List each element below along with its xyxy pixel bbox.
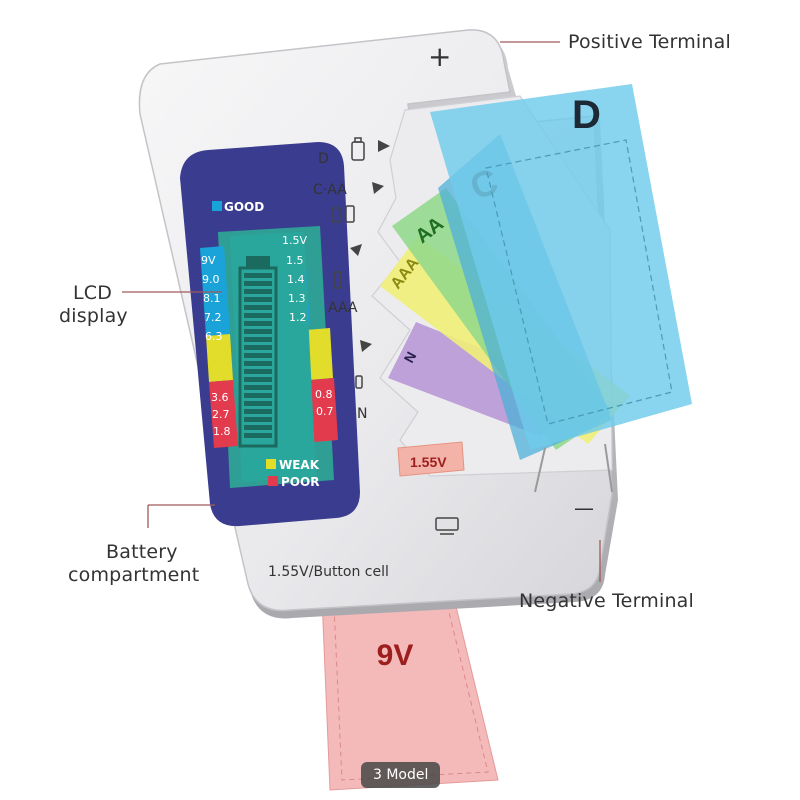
- lcd-display-callout-line1: LCD: [73, 282, 113, 304]
- lcd-panel: GOOD: [180, 142, 360, 527]
- lcd-display-callout-line2: display: [59, 305, 128, 327]
- lcd-left-scale-4: 6.3: [205, 330, 223, 343]
- lcd-left-scale-2: 8.1: [203, 292, 221, 305]
- slot-label-n: N: [357, 406, 367, 422]
- d-battery-label: D: [572, 93, 601, 137]
- lcd-right-scale-6: 0.8: [315, 388, 333, 401]
- negative-terminal-callout: Negative Terminal: [519, 590, 695, 612]
- lcd-right-scale-1: 1.5: [286, 254, 304, 267]
- slot-arrow-d: [378, 140, 390, 152]
- lcd-left-scale-3: 7.2: [204, 311, 222, 324]
- c-aa-cell-icons: [331, 205, 355, 223]
- slot-arrow-aa: [350, 244, 362, 256]
- lcd-left-scale-0: 9V: [201, 254, 216, 267]
- lcd-left-scale-7: 2.7: [212, 408, 230, 421]
- lcd-right-scale-3: 1.3: [288, 292, 306, 305]
- n-cell-icon: [355, 375, 363, 389]
- lcd-left-scale-1: 9.0: [202, 273, 220, 286]
- lcd-right-scale-4: 1.2: [289, 311, 307, 324]
- plus-symbol: +: [428, 40, 451, 73]
- slot-label-aaa: AAA: [328, 300, 358, 316]
- lcd-right-scale-0: 1.5V: [282, 234, 307, 247]
- d-battery: D: [430, 84, 692, 450]
- button-cell-icon: [435, 517, 459, 535]
- lcd-left-scale-8: 1.8: [213, 425, 231, 438]
- button-cell-tag: 1.55V: [397, 441, 465, 477]
- slot-arrow-c-aa: [372, 182, 384, 194]
- aaa-cell-icon: [333, 271, 342, 289]
- slot-label-c-aa: C·AA: [313, 182, 347, 198]
- battery-contacts: [534, 443, 613, 493]
- poor-indicator: [268, 476, 278, 486]
- weak-indicator: [266, 459, 276, 469]
- nine-volt-label: 9V: [377, 639, 414, 672]
- positive-terminal-callout: Positive Terminal: [568, 31, 731, 53]
- poor-label: POOR: [281, 475, 319, 489]
- battery-level-bars: [238, 256, 278, 448]
- button-cell-tag-label: 1.55V: [410, 454, 447, 470]
- good-indicator: [212, 201, 222, 211]
- slot-label-d: D: [318, 151, 329, 167]
- slot-arrow-aaa: [360, 340, 372, 352]
- weak-label: WEAK: [279, 458, 320, 472]
- callout-lines: [122, 41, 601, 582]
- minus-symbol: —: [574, 496, 594, 520]
- model-count-badge: 3 Model: [361, 762, 441, 788]
- lcd-right-scale-7: 0.7: [316, 405, 334, 418]
- battery-compartment-callout-line2: compartment: [68, 564, 200, 586]
- bottom-label: 1.55V/Button cell: [268, 564, 389, 580]
- d-cell-icon: [351, 137, 365, 161]
- nine-volt-battery: 9V: [321, 589, 499, 791]
- battery-compartment-callout-line1: Battery: [106, 541, 178, 563]
- lcd-right-scale-2: 1.4: [287, 273, 305, 286]
- good-label: GOOD: [224, 200, 264, 214]
- lcd-left-scale-6: 3.6: [211, 391, 229, 404]
